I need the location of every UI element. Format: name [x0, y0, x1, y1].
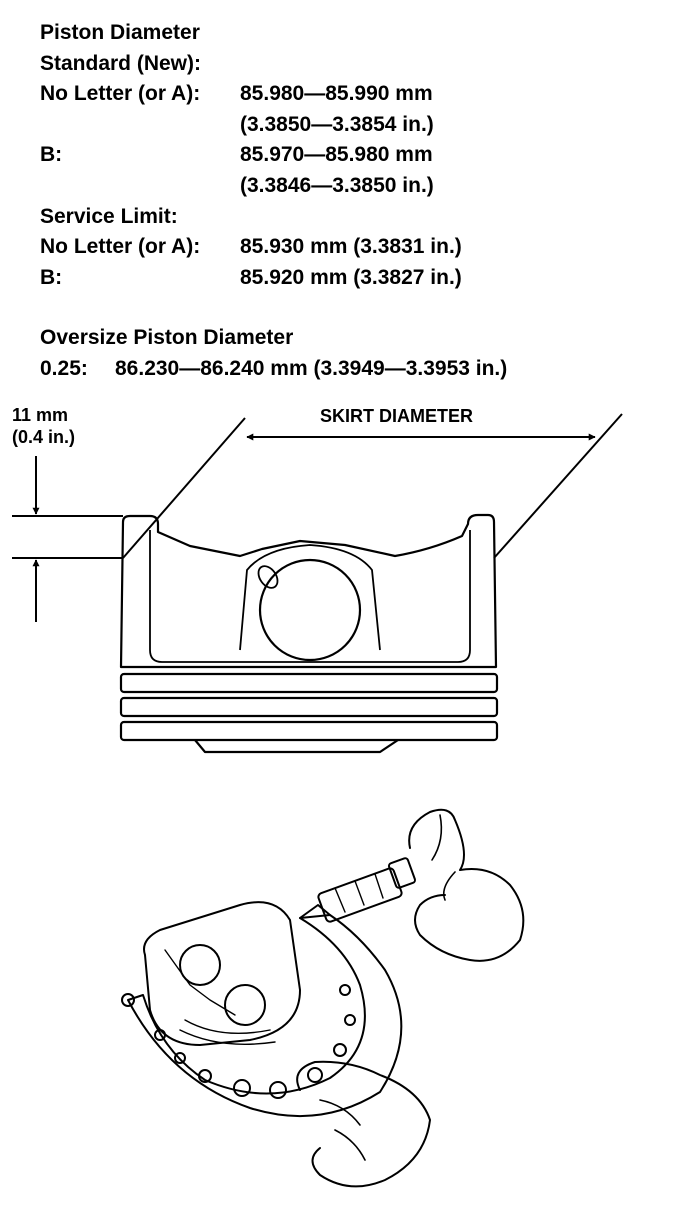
service-limit-b-label: B:	[40, 265, 63, 289]
piston-oil-hole	[257, 565, 279, 589]
lower-hand	[296, 1060, 431, 1188]
offset-label-in: (0.4 in.)	[12, 427, 76, 447]
piston-inner-wall	[149, 530, 471, 663]
spec-title: Piston Diameter	[40, 21, 200, 44]
standard-b-value-in: (3.3846—3.3850 in.)	[240, 173, 434, 197]
micrometer-frame	[127, 914, 403, 1117]
piston-body	[119, 513, 498, 669]
piston-boss	[239, 544, 381, 651]
oversize-heading: Oversize Piston Diameter	[40, 326, 294, 350]
oversize-label: 0.25:	[40, 356, 88, 380]
standard-a-value-mm: 85.980—85.990 mm	[240, 82, 433, 106]
standard-a-label: No Letter (or A):	[40, 82, 201, 106]
micrometer-illustration	[121, 808, 525, 1188]
oversize-value: 86.230—86.240 mm (3.3949—3.3953 in.)	[115, 356, 508, 380]
standard-b-label: B:	[40, 143, 63, 167]
piston-crown-edge	[194, 739, 399, 754]
skirt-diameter-label: SKIRT DIAMETER	[320, 406, 473, 426]
standard-heading: Standard (New):	[40, 51, 202, 75]
service-limit-heading: Service Limit:	[40, 204, 178, 228]
standard-b-value-mm: 85.970—85.980 mm	[240, 143, 433, 167]
service-limit-b-value: 85.920 mm (3.3827 in.)	[240, 265, 462, 289]
micrometer-spindle	[299, 904, 331, 919]
micrometer-piston	[143, 901, 301, 1046]
service-limit-a-value: 85.930 mm (3.3831 in.)	[240, 235, 462, 259]
offset-dimension	[12, 456, 123, 622]
piston-side-view	[119, 513, 499, 754]
piston-pin-bore	[258, 558, 362, 662]
service-limit-a-label: No Letter (or A):	[40, 235, 201, 259]
piston-ring-lands	[119, 672, 499, 742]
upper-hand	[408, 808, 525, 962]
standard-a-value-in: (3.3850—3.3854 in.)	[240, 112, 434, 136]
skirt-diameter-dimension	[122, 413, 623, 559]
offset-label-mm: 11 mm	[12, 405, 69, 425]
